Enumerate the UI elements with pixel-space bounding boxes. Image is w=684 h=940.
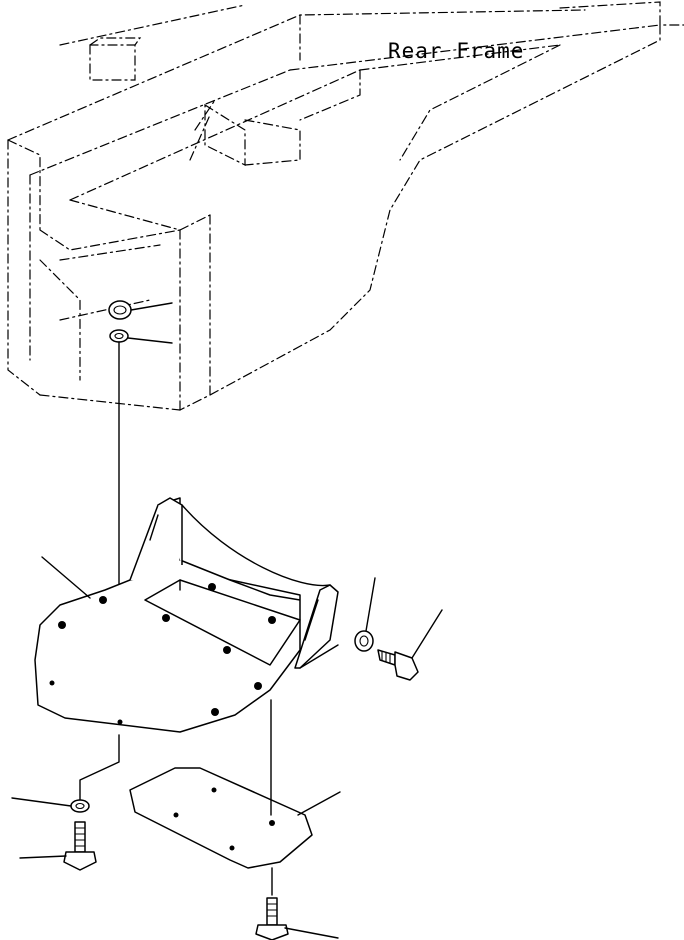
- plate-leader-line: [41, 556, 91, 599]
- cover-hole: [173, 812, 179, 818]
- plate-hole: [208, 583, 216, 591]
- bottom-cover-plate: [129, 767, 341, 869]
- flange-bolt-bottom-right: [255, 897, 339, 940]
- washer-top: [109, 329, 173, 344]
- cover-hole: [211, 787, 217, 793]
- side-bolt: [377, 609, 443, 681]
- hex-nut-top: [108, 300, 173, 320]
- side-bolt-group: [354, 577, 443, 681]
- frame-nut-group: [108, 300, 173, 344]
- plate-hole: [58, 621, 66, 629]
- plate-hole: [211, 708, 219, 716]
- plate-hole: [268, 616, 276, 624]
- plate-hole: [49, 680, 55, 686]
- bottom-left-fasteners: [11, 797, 97, 871]
- washer-bottom-left: [11, 797, 90, 813]
- plate-hole: [117, 719, 123, 725]
- plate-hole: [99, 596, 107, 604]
- plate-hole: [254, 682, 262, 690]
- flange-bolt-bottom-left: [19, 821, 97, 871]
- plate-hole: [223, 646, 231, 654]
- rear-frame-outline: [7, 1, 684, 411]
- main-bracket-plate: [34, 497, 339, 733]
- side-nut: [354, 577, 376, 652]
- cover-hole: [269, 820, 275, 826]
- cover-hole: [229, 845, 235, 851]
- assembly-axis-line-left-lower: [79, 734, 120, 801]
- plate-hole: [162, 614, 170, 622]
- rear-frame-label: Rear Frame: [388, 39, 524, 63]
- cover-leader-line: [297, 791, 341, 816]
